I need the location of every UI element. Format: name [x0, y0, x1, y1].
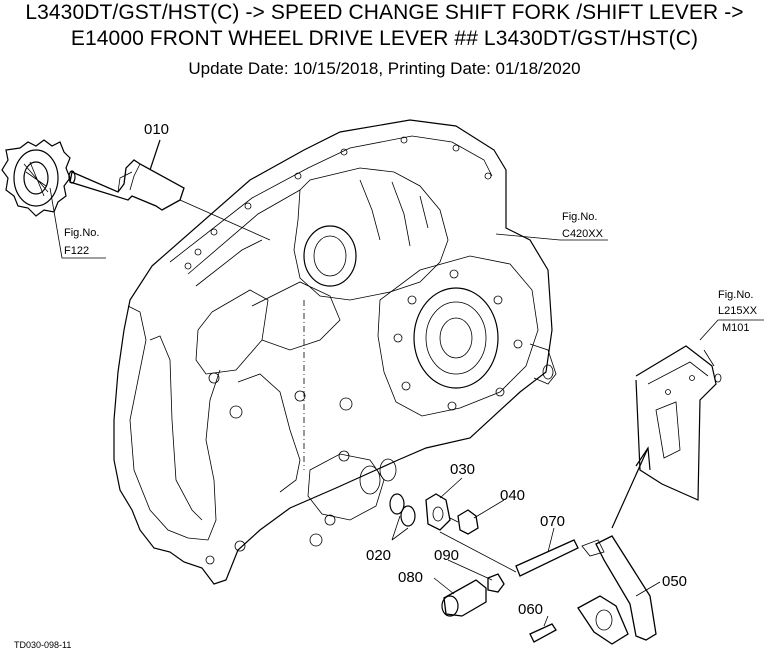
part-number-040[interactable]: 040 — [500, 487, 525, 504]
part-number-060[interactable]: 060 — [518, 601, 543, 618]
lever-drawing — [577, 535, 657, 645]
pin-drawing — [529, 623, 557, 643]
knob-drawing — [441, 579, 487, 617]
leader-lines — [49, 139, 764, 627]
fig-ref-c420xx-label: Fig.No. — [562, 211, 597, 223]
gear-drawing — [1, 139, 71, 217]
drawing-code: TD030-098-11 — [14, 640, 71, 650]
o-ring-parts-drawing — [389, 493, 416, 527]
date-line: Update Date: 10/15/2018, Printing Date: … — [188, 59, 581, 78]
fig-ref-l215xx-code: L215XX — [718, 305, 758, 317]
part-number-010[interactable]: 010 — [144, 121, 169, 138]
part-number-080[interactable]: 080 — [398, 569, 423, 586]
bolt-drawing — [449, 509, 479, 535]
fig-ref-f122-label: Fig.No. — [64, 227, 99, 239]
plate-drawing — [425, 493, 451, 531]
shift-rod-drawing — [68, 159, 185, 211]
part-number-070[interactable]: 070 — [540, 513, 565, 530]
fig-ref-l215xx-label: Fig.No. — [718, 289, 753, 301]
part-number-030[interactable]: 030 — [450, 461, 475, 478]
title-line-2: E14000 FRONT WHEEL DRIVE LEVER ## L3430D… — [70, 27, 699, 50]
part-number-020[interactable]: 020 — [366, 547, 391, 564]
transmission-housing-drawing — [113, 119, 557, 585]
nut-drawing — [487, 573, 505, 593]
part-number-050[interactable]: 050 — [662, 573, 687, 590]
fig-ref-c420xx-code: C420XX — [562, 228, 604, 240]
title-line-1: L3430DT/GST/HST(C) -> SPEED CHANGE SHIFT… — [25, 1, 744, 24]
diagram-title: L3430DT/GST/HST(C) -> SPEED CHANGE SHIFT… — [0, 0, 769, 52]
bracket-drawing — [635, 345, 722, 501]
fig-ref-f122-code: F122 — [64, 245, 89, 257]
fig-ref-m101-code: M101 — [722, 322, 750, 334]
part-number-090[interactable]: 090 — [434, 547, 459, 564]
shaft-drawing — [515, 539, 579, 577]
